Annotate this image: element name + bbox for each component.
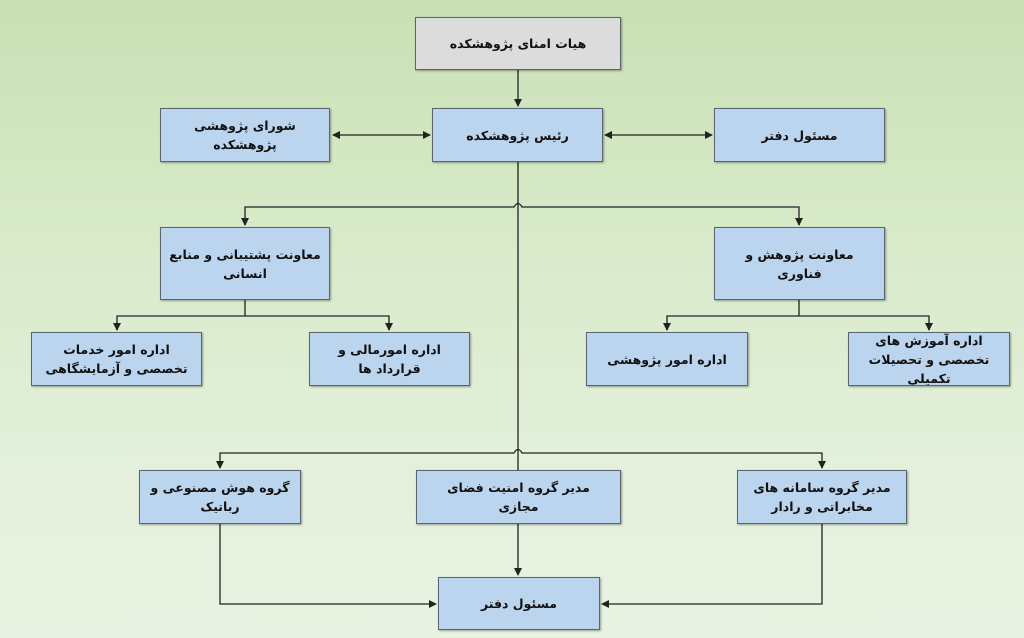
node-ai-group: گروه هوش مصنوعی و رباتیک	[139, 470, 301, 524]
node-radar-group: مدیر گروه سامانه های مخابراتی و رادار	[737, 470, 907, 524]
research-branch	[666, 300, 930, 330]
node-education: اداره آموزش های تخصصی و تحصیلات تکمیلی	[848, 332, 1010, 386]
node-board: هیات امنای پژوهشکده	[415, 17, 621, 70]
deputy-branch	[244, 202, 800, 225]
group-branch	[219, 448, 823, 468]
node-cyber-group: مدیر گروه امنیت فضای مجازی	[416, 470, 621, 524]
node-support-deputy: معاونت پشتیبانی و منابع انسانی	[160, 227, 330, 300]
radar-to-office	[601, 524, 823, 608]
node-office-bottom: مسئول دفتر	[438, 577, 600, 630]
node-research-affairs: اداره امور پژوهشی	[586, 332, 748, 386]
node-head: رئیس پژوهشکده	[432, 108, 603, 162]
node-lab-services: اداره امور خدمات تخصصی و آزمایشگاهی	[31, 332, 202, 386]
node-finance: اداره امورمالی و قرارداد ها	[309, 332, 470, 386]
node-council: شورای پژوهشی پژوهشکده	[160, 108, 330, 162]
support-branch	[116, 300, 390, 330]
node-office-top: مسئول دفتر	[714, 108, 885, 162]
node-research-deputy: معاونت پژوهش و فناوری	[714, 227, 885, 300]
ai-to-office	[219, 524, 437, 608]
